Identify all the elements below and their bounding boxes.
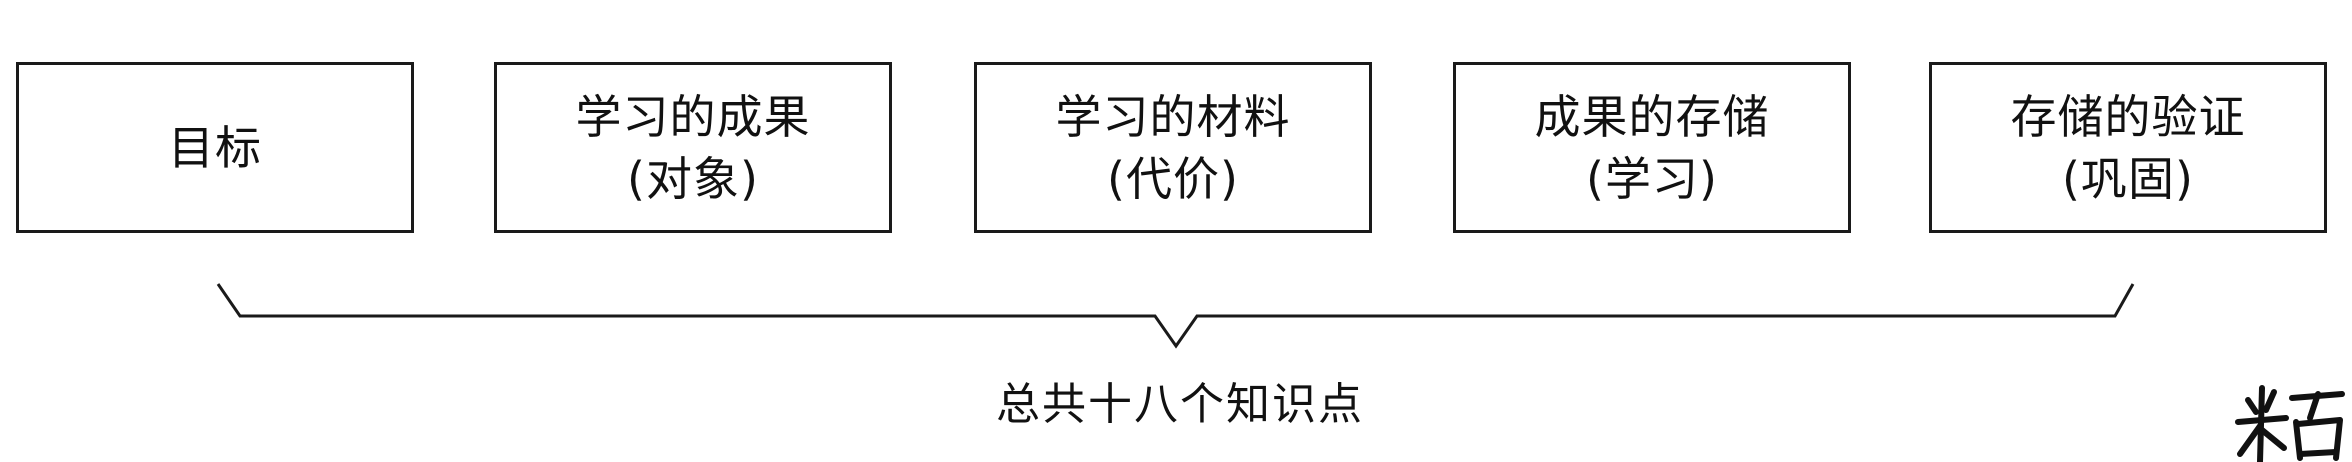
- signature-logo: [2235, 385, 2345, 462]
- box-goal: 目标: [16, 62, 414, 233]
- box-outcome-storage-line1: 成果的存储: [1534, 89, 1770, 144]
- box-learning-material-line2: (代价): [1107, 151, 1239, 206]
- box-learning-outcome: 学习的成果 (对象): [494, 62, 892, 233]
- box-learning-outcome-line1: 学习的成果: [575, 89, 811, 144]
- summary-label: 总共十八个知识点: [996, 379, 1364, 430]
- box-storage-verification: 存储的验证 (巩固): [1929, 62, 2327, 233]
- box-outcome-storage: 成果的存储 (学习): [1453, 62, 1851, 233]
- box-goal-line1: 目标: [168, 120, 262, 175]
- box-learning-material-line1: 学习的材料: [1055, 89, 1291, 144]
- box-storage-verification-line2: (巩固): [2062, 151, 2194, 206]
- box-learning-outcome-line2: (对象): [627, 151, 759, 206]
- box-outcome-storage-line2: (学习): [1586, 151, 1718, 206]
- box-storage-verification-line1: 存储的验证: [2010, 89, 2246, 144]
- box-learning-material: 学习的材料 (代价): [974, 62, 1372, 233]
